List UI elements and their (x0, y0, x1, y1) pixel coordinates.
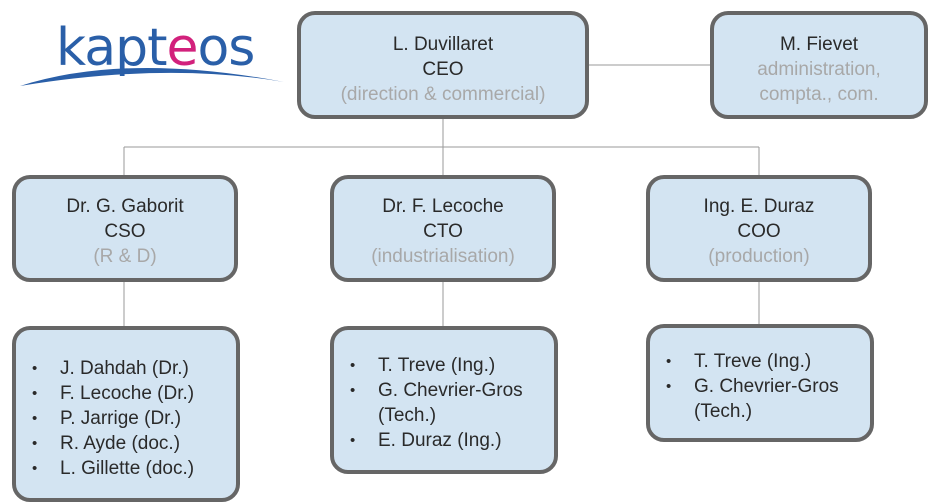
cso-team-box: J. Dahdah (Dr.) F. Lecoche (Dr.) P. Jarr… (12, 326, 240, 502)
cto-description: (industrialisation) (371, 246, 515, 267)
admin-name: M. Fievet (779, 34, 859, 55)
coo-role: COO (737, 221, 781, 242)
cto-team-list: T. Treve (Ing.) G. Chevrier-Gros (Tech.)… (334, 353, 554, 453)
logo-swoosh (20, 67, 284, 86)
list-item: P. Jarrige (Dr.) (32, 406, 236, 431)
list-item: T. Treve (Ing.) (666, 349, 864, 374)
coo-description: (production) (708, 246, 810, 267)
list-item: G. Chevrier-Gros (Tech.) (350, 378, 548, 428)
cto-team-box: T. Treve (Ing.) G. Chevrier-Gros (Tech.)… (330, 326, 558, 474)
ceo-name: L. Duvillaret (392, 34, 494, 55)
list-item: E. Duraz (Ing.) (350, 428, 548, 453)
cso-team-list: J. Dahdah (Dr.) F. Lecoche (Dr.) P. Jarr… (16, 356, 236, 481)
cto-box: Dr. F. Lecoche CTO (industrialisation) (330, 175, 556, 282)
list-item: R. Ayde (doc.) (32, 431, 236, 456)
cso-description: (R & D) (93, 246, 157, 267)
logo-text-part: kapt (56, 18, 167, 78)
logo-text-part-end: os (197, 18, 255, 78)
list-item: G. Chevrier-Gros (Tech.) (666, 374, 864, 424)
coo-team-box: T. Treve (Ing.) G. Chevrier-Gros (Tech.) (646, 324, 874, 442)
cso-role: CSO (104, 221, 146, 242)
cto-name: Dr. F. Lecoche (382, 196, 504, 217)
list-item: F. Lecoche (Dr.) (32, 381, 236, 406)
kapteos-logo: kapteos (16, 14, 294, 96)
list-item: L. Gillette (doc.) (32, 456, 236, 481)
logo-wordmark: kapteos (56, 18, 255, 78)
list-item: J. Dahdah (Dr.) (32, 356, 236, 381)
ceo-role: CEO (422, 59, 464, 80)
coo-name: Ing. E. Duraz (703, 196, 815, 217)
cso-box: Dr. G. Gaborit CSO (R & D) (12, 175, 238, 282)
list-item: T. Treve (Ing.) (350, 353, 548, 378)
admin-box: M. Fievet administration, compta., com. (710, 11, 928, 119)
cto-role: CTO (423, 221, 463, 242)
admin-description-line1: administration, (757, 59, 881, 80)
ceo-box: L. Duvillaret CEO (direction & commercia… (297, 11, 589, 119)
admin-description-line2: compta., com. (759, 84, 879, 105)
cso-name: Dr. G. Gaborit (66, 196, 184, 217)
coo-box: Ing. E. Duraz COO (production) (646, 175, 872, 282)
logo-text-accent: e (166, 18, 198, 78)
coo-team-list: T. Treve (Ing.) G. Chevrier-Gros (Tech.) (650, 349, 870, 424)
ceo-description: (direction & commercial) (340, 84, 546, 105)
